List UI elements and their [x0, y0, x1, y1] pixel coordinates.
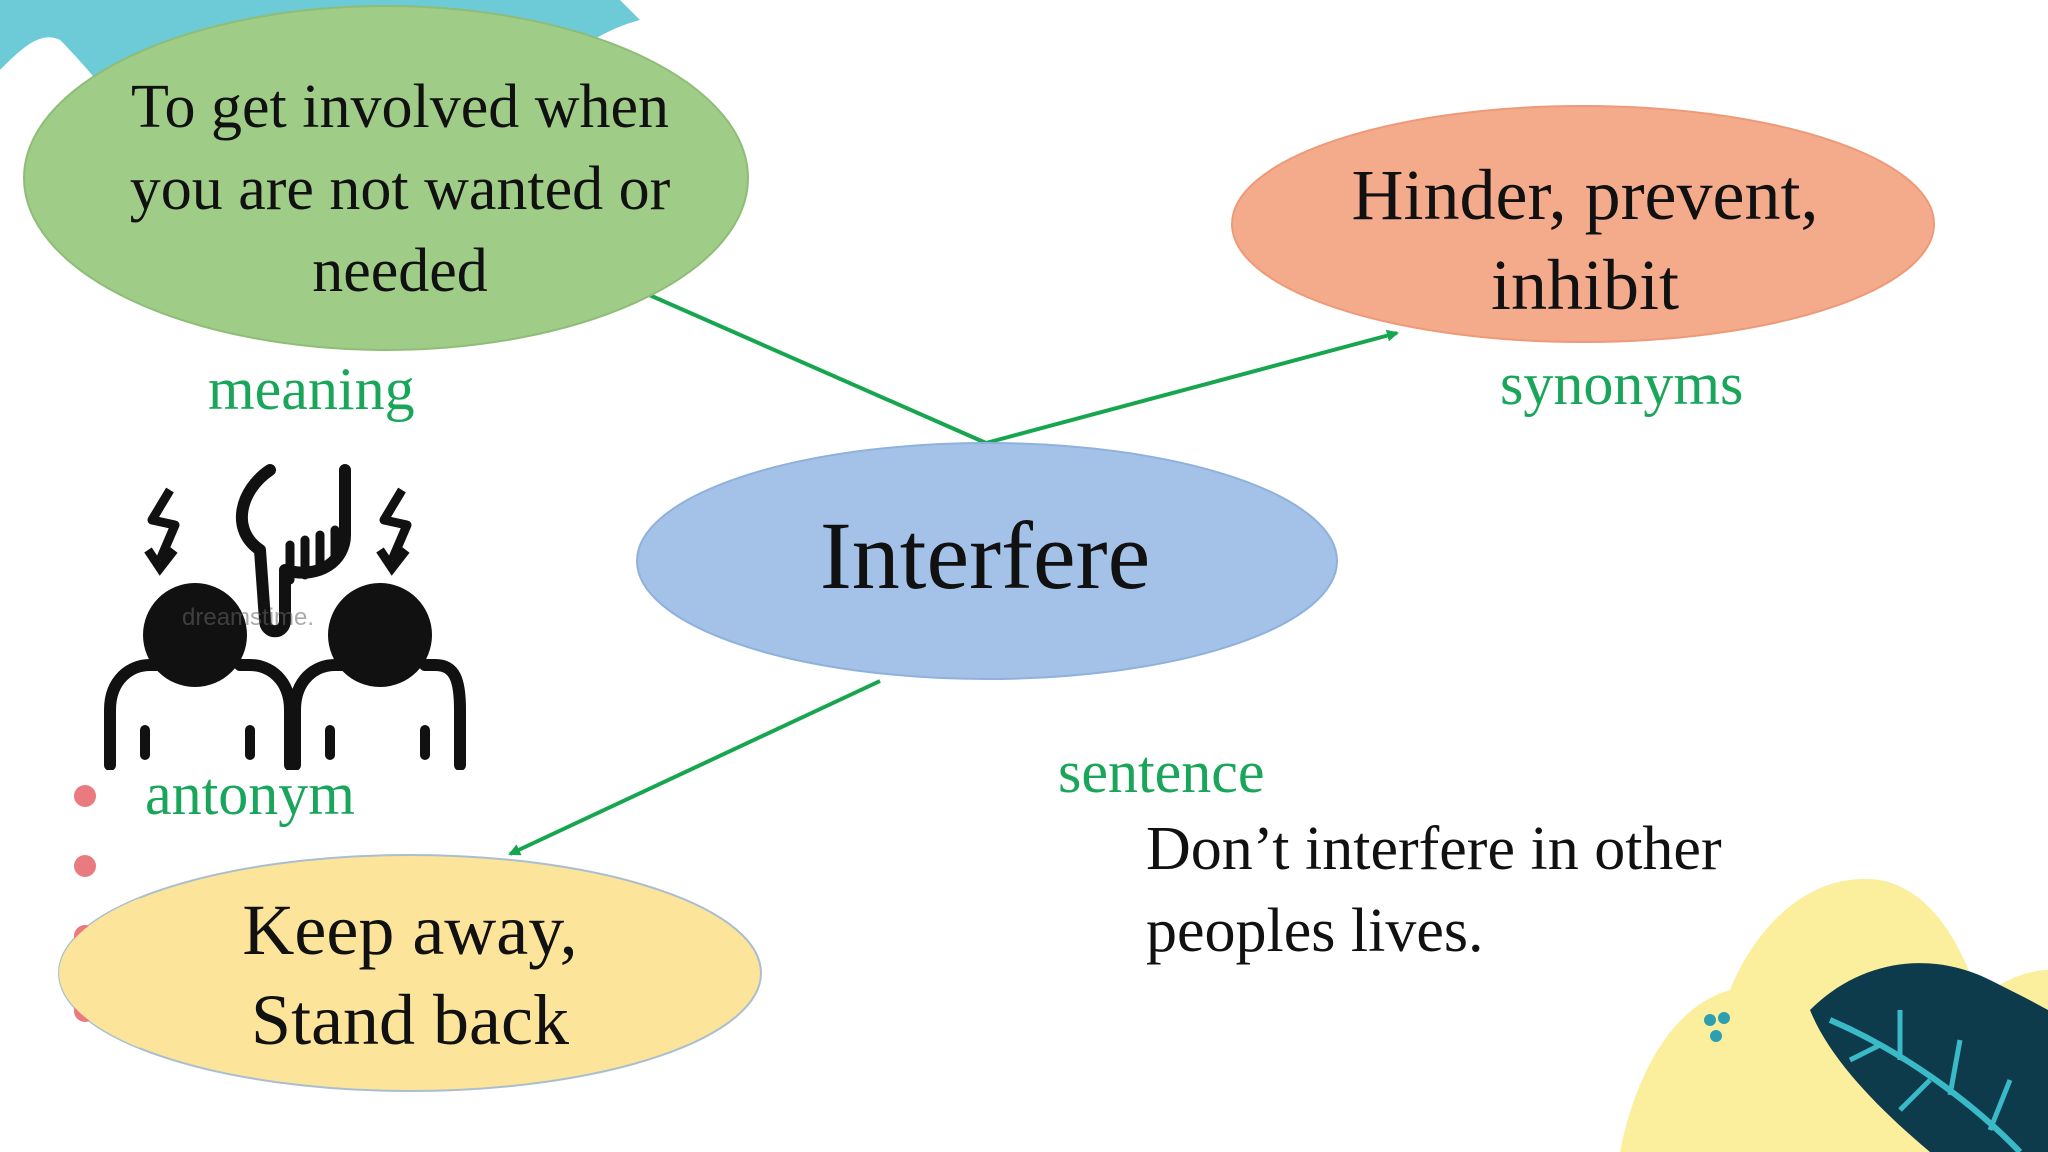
- leaf-decoration: [1620, 879, 2048, 1152]
- bullet-dot-2: [74, 855, 96, 877]
- meaning-ellipse: [23, 5, 749, 351]
- meaning-line-3: needed: [312, 237, 488, 305]
- two-people-pointing-finger-icon: dreamstime.: [104, 464, 466, 770]
- arrow-to-antonyms: [508, 679, 881, 856]
- center-word: Interfere: [819, 501, 1151, 609]
- svg-text:dreamstime.: dreamstime.: [182, 604, 314, 631]
- antonyms-line-1: Keep away,: [242, 890, 578, 970]
- sentence-text: Don’t interfere in other peoples lives.: [1146, 808, 1722, 972]
- sentence-line-1: Don’t interfere in other: [1146, 815, 1722, 883]
- bullet-dot-1: [74, 785, 96, 807]
- sentence-line-2: peoples lives.: [1146, 897, 1484, 965]
- antonyms-text: Keep away, Stand back: [90, 885, 730, 1065]
- arrow-to-meaning: [636, 288, 987, 445]
- antonyms-line-2: Stand back: [251, 980, 569, 1060]
- synonyms-line-2: inhibit: [1490, 245, 1679, 325]
- synonyms-label: synonyms: [1500, 351, 1744, 417]
- synonyms-line-1: Hinder, prevent,: [1351, 155, 1819, 235]
- sentence-label: sentence: [1058, 739, 1265, 805]
- antonym-label: antonym: [145, 761, 355, 827]
- center-ellipse: [636, 442, 1338, 680]
- arrow-to-synonyms: [985, 329, 1399, 445]
- meaning-definition: To get involved when you are not wanted …: [60, 64, 740, 314]
- synonyms-text: Hinder, prevent, inhibit: [1250, 150, 1920, 330]
- meaning-line-1: To get involved when: [130, 73, 670, 141]
- synonyms-ellipse: [1231, 105, 1935, 343]
- meaning-line-2: you are not wanted or: [129, 155, 671, 223]
- meaning-label: meaning: [208, 356, 415, 422]
